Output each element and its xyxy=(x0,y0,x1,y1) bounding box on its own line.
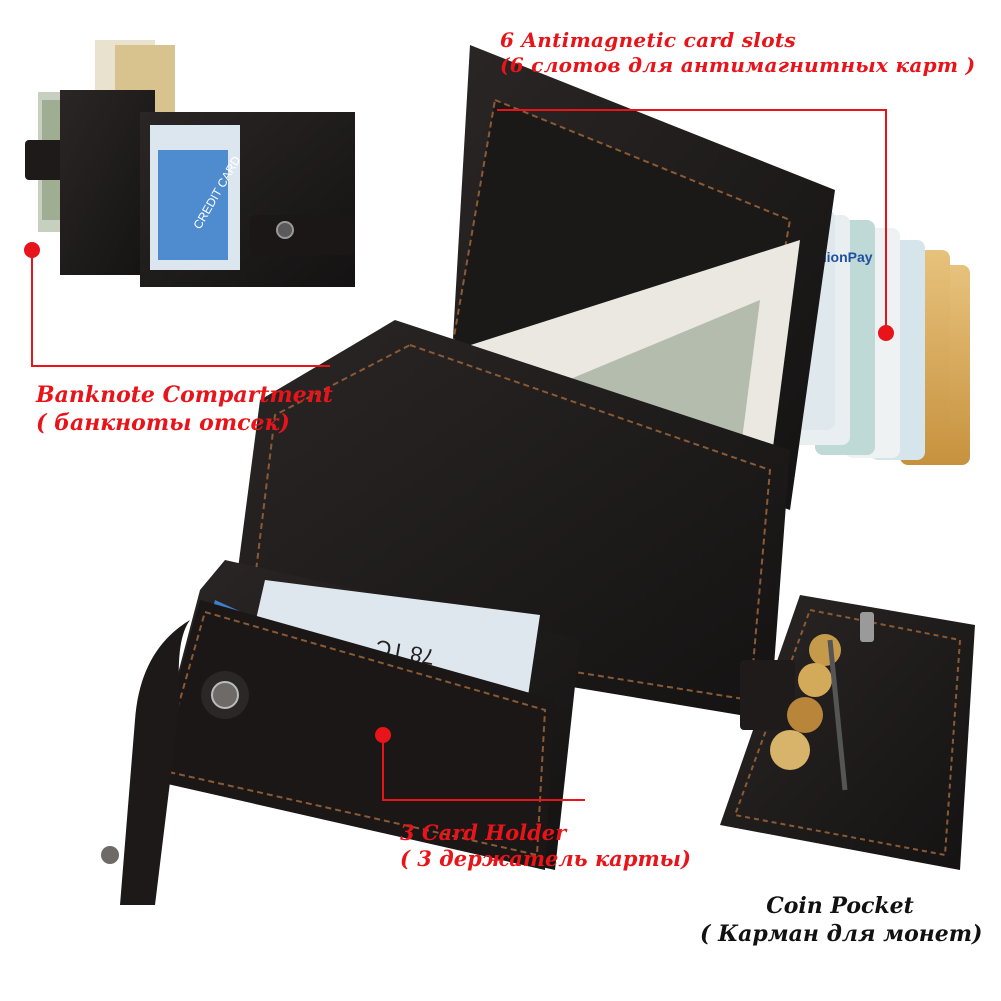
snap-strap xyxy=(120,620,190,905)
coin-strap xyxy=(740,660,795,730)
coins xyxy=(770,730,810,770)
coin-pocket-label-en: Coin Pocket xyxy=(766,893,914,919)
antimagnetic-label: 6 Antimagnetic card slots (6 слотов для … xyxy=(500,28,975,78)
coin-pocket-label-ru: ( Карман для монет) xyxy=(700,920,983,947)
card-holder-label-en: 3 Card Holder xyxy=(400,820,567,845)
antimagnetic-callout-dot xyxy=(878,325,894,341)
banknote-wallet-body xyxy=(60,90,155,275)
banknote-callout-dot xyxy=(24,242,40,258)
strap-snap-button xyxy=(211,681,239,709)
banknote-label-ru: ( банкноты отсек) xyxy=(36,409,290,436)
antimagnetic-callout-line xyxy=(497,109,887,330)
banknote-callout-line xyxy=(31,250,330,367)
snap-button xyxy=(276,221,294,239)
card-holder-callout-dot xyxy=(375,727,391,743)
zipper xyxy=(827,639,848,791)
main-wallet: 63 UnionPay 78 TC CREDIT CARD xyxy=(101,45,970,905)
antimagnetic-label-en: 6 Antimagnetic card slots xyxy=(500,28,796,52)
antimagnetic-label-ru: (6 слотов для антимагнитных карт ) xyxy=(500,53,976,77)
banknote-label: Banknote Compartment ( банкноты отсек) xyxy=(36,382,333,437)
coin-pocket-thumbnail xyxy=(720,595,975,870)
card-holder-label: 3 Card Holder ( 3 держатель карты) xyxy=(400,820,691,873)
callout-lines xyxy=(31,109,887,801)
card-holder-callout-line xyxy=(382,735,585,801)
card-holder-label-ru: ( 3 держатель карты) xyxy=(400,846,691,872)
banknote-label-en: Banknote Compartment xyxy=(36,382,333,408)
banknote-thumbnail: CREDIT CARD xyxy=(25,40,355,287)
coin-pocket-label: Coin Pocket ( Карман для монет) xyxy=(700,893,983,948)
strap-ring xyxy=(101,846,119,864)
zipper-pull xyxy=(860,612,874,642)
snap-tab xyxy=(250,215,355,255)
card-slot-front xyxy=(150,600,555,870)
